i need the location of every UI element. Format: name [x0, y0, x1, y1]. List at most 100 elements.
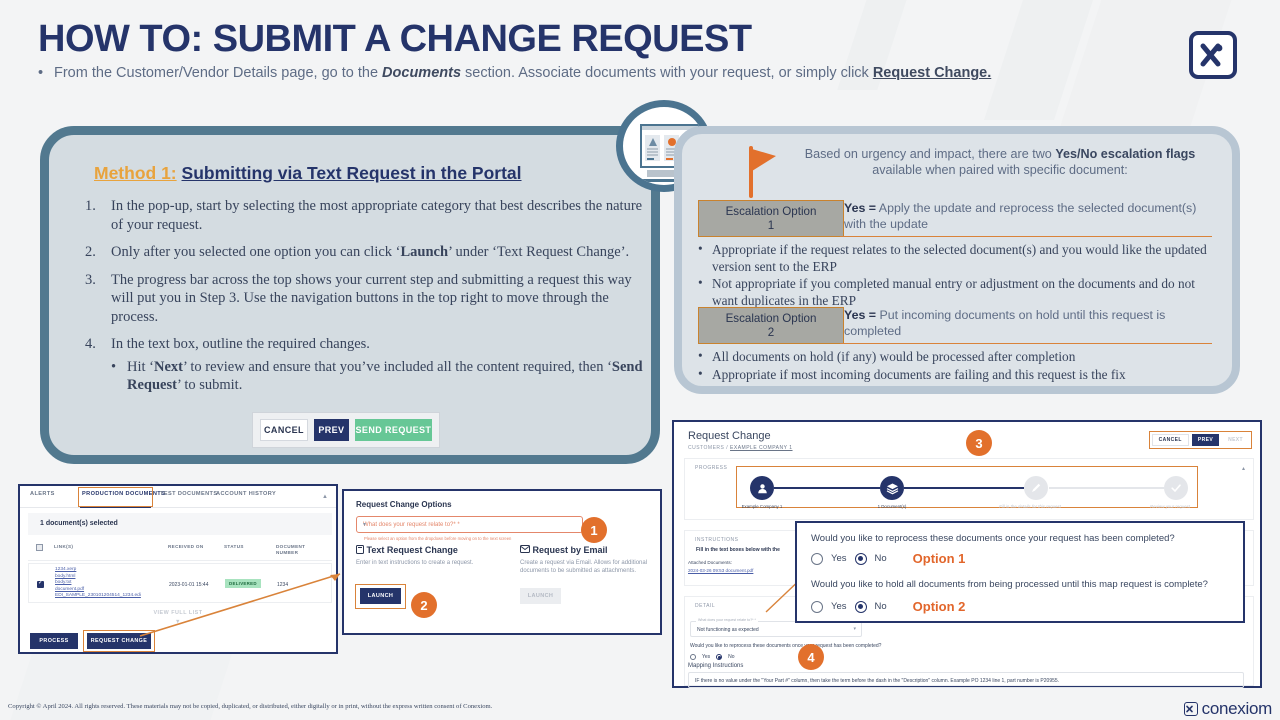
document-link[interactable]: EDI_SAMPLE_230101204514_1234.edi: [55, 593, 141, 599]
progress-label: PROGRESS: [695, 465, 728, 471]
callout-radio-group-2[interactable]: Yes No Option 2: [811, 599, 965, 614]
col1-title: Text Request Change: [366, 545, 458, 555]
row-checkbox[interactable]: [37, 579, 44, 588]
step-number: 3.: [85, 271, 96, 288]
table-row[interactable]: 1234.xerp body.html body.txt document.pd…: [28, 563, 332, 603]
breadcrumb-customers[interactable]: CUSTOMERS: [688, 445, 725, 451]
rc-prev-button[interactable]: PREV: [1191, 434, 1220, 446]
header-bullet: • From the Customer/Vendor Details page,…: [38, 64, 1178, 83]
select-all-checkbox[interactable]: [36, 544, 43, 551]
callout-radio-no-1[interactable]: [854, 552, 867, 565]
document-link[interactable]: 1234.xerp: [55, 567, 77, 572]
document-number-value: 1234: [277, 582, 289, 588]
substep-item: Hit ‘Next’ to review and ensure that you…: [111, 358, 645, 395]
col1-body: Enter in text instructions to create a r…: [356, 560, 474, 566]
substep-text-c: ’ to submit.: [176, 377, 243, 393]
callout-yes-label-1: Yes: [831, 553, 847, 564]
tab-active-underline: [80, 506, 151, 508]
conexiom-x-logo-icon: [1189, 31, 1237, 79]
table-header-row: LINK(S) RECEIVED ON STATUS DOCUMENT NUMB…: [28, 539, 332, 561]
progress-step-1-user-icon[interactable]: [750, 476, 774, 500]
callout-radio-no-2[interactable]: [854, 600, 867, 613]
yes-equals-label: Yes =: [844, 308, 877, 322]
callout-radio-group-1[interactable]: Yes No Option 1: [811, 551, 965, 566]
escalation-intro-b: available when paired with specific docu…: [872, 163, 1128, 177]
progress-step-4-check-icon[interactable]: [1164, 476, 1188, 500]
document-link[interactable]: body.html: [55, 573, 76, 579]
attached-document-link[interactable]: 2024-03-26 09:53 document.pdf: [688, 568, 754, 573]
detail-request-relates-to-field[interactable]: What does your request relate to?* * Not…: [690, 618, 862, 637]
rc-cancel-button[interactable]: CANCEL: [1151, 434, 1189, 446]
footer-brand-name: conexiom: [1201, 699, 1273, 718]
production-documents-screenshot: ALERTS PRODUCTION DOCUMENTS TEST DOCUMEN…: [18, 484, 338, 654]
document-link[interactable]: body.txt: [55, 580, 72, 586]
process-button[interactable]: PROCESS: [30, 633, 78, 649]
column-status: STATUS: [224, 544, 244, 549]
mapping-instructions-label: Mapping Instructions: [688, 663, 744, 669]
step-text-a: Only after you selected one option you c…: [111, 244, 401, 260]
column-received-on[interactable]: RECEIVED ON: [168, 544, 204, 549]
callout-radio-yes-1[interactable]: [811, 552, 823, 565]
progress-step-2-label: 1 Document(s): [877, 504, 907, 509]
view-full-list-label: VIEW FULL LIST: [153, 610, 203, 616]
highlight-box-launch: [355, 584, 406, 609]
col2-title: Request by Email: [532, 545, 608, 555]
yes-equals-label: Yes =: [844, 201, 877, 215]
chevron-up-icon[interactable]: ▴: [1241, 466, 1245, 472]
send-request-button[interactable]: SEND REQUEST: [354, 419, 432, 441]
triangle-icon: [649, 138, 657, 146]
progress-step-3-pencil-icon[interactable]: [1024, 476, 1048, 500]
prev-button[interactable]: PREV: [313, 419, 349, 441]
launch-text-request-button[interactable]: LAUNCH: [360, 588, 401, 604]
bullet-link-request-change[interactable]: Request Change.: [872, 65, 992, 81]
progress-step-2-layers-icon[interactable]: [880, 476, 904, 500]
chevron-down-icon: ▾: [363, 522, 367, 528]
column-document-number: DOCUMENT NUMBER: [276, 544, 306, 555]
breadcrumb-company[interactable]: EXAMPLE COMPANY 1: [730, 445, 793, 451]
conexiom-mark-icon: [1183, 702, 1198, 716]
col2-body: Create a request via Email. Allows for a…: [520, 560, 648, 574]
step-item-2: 2. Only after you selected one option yo…: [77, 243, 645, 262]
detail-label: DETAIL: [695, 603, 716, 609]
method-steps-list: 1. In the pop-up, start by selecting the…: [77, 197, 645, 404]
substep-bold-next: Next: [153, 358, 183, 375]
selected-count-label: 1 document(s) selected: [40, 520, 118, 527]
request-change-button[interactable]: REQUEST CHANGE: [87, 633, 151, 649]
detail-radio-group[interactable]: Yes No: [690, 654, 735, 660]
highlight-box-progress: [736, 466, 1198, 508]
step-badge-1: 1: [581, 517, 607, 543]
received-on-value: 2023-01-01 15:44: [169, 582, 209, 588]
radio-no[interactable]: [716, 654, 723, 660]
document-icon: [356, 545, 364, 554]
callout-radio-yes-2[interactable]: [811, 600, 823, 613]
badge-line-2: 1: [767, 219, 775, 232]
circle-icon: [668, 138, 676, 146]
tab-alerts[interactable]: ALERTS: [30, 491, 55, 497]
badge-line-2: 2: [767, 326, 775, 339]
monitor-card-1: [645, 135, 660, 161]
step-item-4: 4. In the text box, outline the required…: [77, 335, 645, 395]
rc-next-button[interactable]: NEXT: [1222, 434, 1249, 446]
step-text: In the text box, outline the required ch…: [111, 336, 370, 352]
method-label: Method 1:: [94, 163, 177, 183]
badge-line-1: Escalation Option: [725, 312, 817, 325]
cancel-button[interactable]: CANCEL: [260, 419, 308, 441]
radio-yes[interactable]: [690, 654, 696, 660]
options-title: Request Change Options: [356, 500, 452, 509]
tab-test-documents[interactable]: TEST DOCUMENTS: [160, 491, 218, 497]
tab-production-documents[interactable]: PRODUCTION DOCUMENTS: [82, 491, 166, 497]
mapping-instructions-input[interactable]: IF there is no value under the "Your Par…: [688, 672, 1244, 688]
chevron-down-icon: ▾: [853, 626, 856, 632]
detail-field-label: What does your request relate to?* *: [696, 618, 758, 622]
tab-bar: ALERTS PRODUCTION DOCUMENTS TEST DOCUMEN…: [20, 486, 336, 508]
chevron-up-icon[interactable]: ▲: [322, 494, 328, 500]
view-full-list-link[interactable]: VIEW FULL LIST ▾: [20, 610, 336, 625]
badge-line-1: Escalation Option: [725, 205, 817, 218]
request-relates-to-select[interactable]: What does your request relate to?* * ▾: [356, 516, 583, 533]
callout-no-label-2: No: [874, 601, 887, 612]
tab-account-history[interactable]: ACCOUNT HISTORY: [216, 491, 277, 497]
escalation-flags-panel: Based on urgency and impact, there are t…: [674, 126, 1240, 394]
escalation-intro-bold: Yes/No escalation flags: [1055, 147, 1196, 161]
status-badge: DELIVERED: [225, 579, 261, 588]
document-link[interactable]: document.pdf: [55, 586, 85, 592]
